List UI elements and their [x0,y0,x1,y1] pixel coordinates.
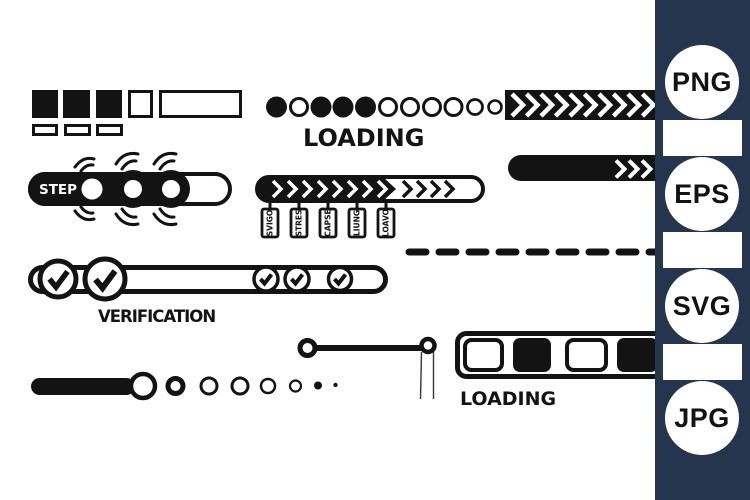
format-sidebar: PNG EPS SVG JPG [655,0,750,500]
verification-bar: VERIFICATION [28,256,388,326]
progress-bars-artwork: LOADING STEP [28,90,655,410]
loading-bottom-label: LOADING [460,388,556,410]
chevron-bar-dark [505,90,655,120]
segmented-loading-bar: LOADING [455,331,655,410]
blocks-progress-bar [32,90,242,136]
verification-label: VERIFICATION [98,307,215,326]
tag-label: LIUNG [353,210,362,236]
step-progress-bar: STEP [28,152,232,226]
format-badge-jpg: JPG [665,381,739,455]
format-badge-png: PNG [665,45,739,119]
motion-arcs [73,152,178,226]
format-label-jpg: JPG [674,402,730,433]
format-badge-svg: SVG [665,269,739,343]
sidebar-divider-block [663,232,742,268]
tag-label: SVIGO [266,210,275,237]
dark-pill-bar [508,155,655,181]
step-label: STEP [39,182,77,198]
slider-line [297,336,437,400]
format-label-png: PNG [671,66,732,97]
hanging-tags [260,201,396,239]
chevron-progress-bar: SVIGO STRES CAPSE LIUNG LOAVO [255,175,485,239]
fading-dots-bar [31,371,338,401]
format-badge-eps: EPS [665,157,739,231]
loading-top-label: LOADING [303,124,424,152]
sidebar-divider-block [663,344,742,380]
format-label-eps: EPS [674,178,730,209]
tag-label: LOAVO [382,209,391,237]
tag-label: CAPSE [324,209,333,236]
sidebar-divider-block [663,120,742,156]
format-label-svg: SVG [672,290,732,321]
tag-label: STRES [295,210,304,237]
dots-loading-bar: LOADING [266,96,535,152]
